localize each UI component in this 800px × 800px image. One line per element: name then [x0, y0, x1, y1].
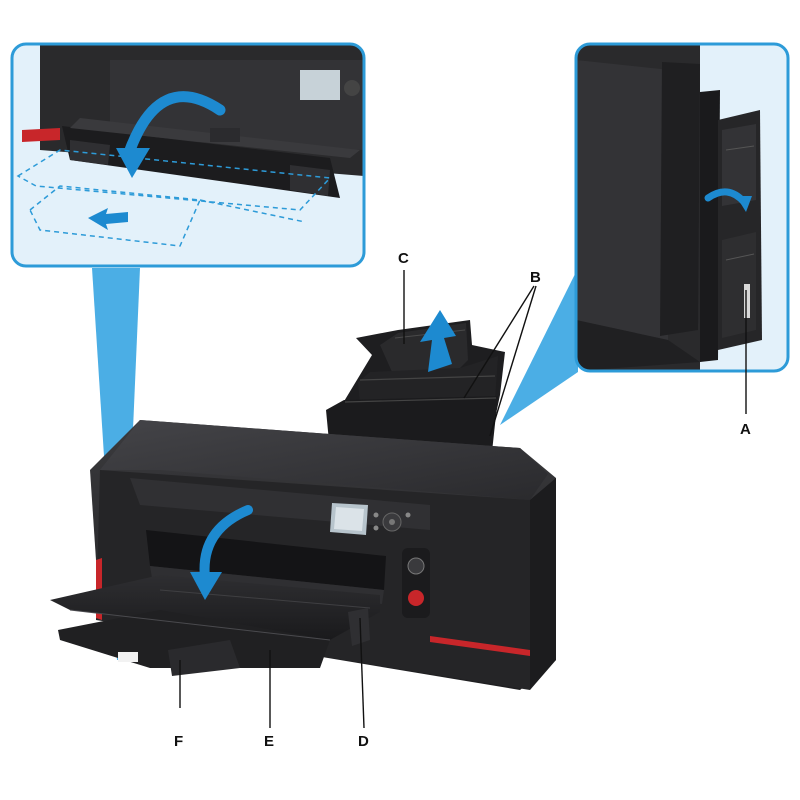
printer-main	[50, 310, 556, 690]
label-e: E	[264, 733, 275, 750]
power-button-icon	[407, 557, 425, 575]
label-f: F	[174, 733, 184, 750]
callout-output-tray	[10, 42, 366, 268]
label-a: A	[740, 421, 751, 438]
label-b: B	[530, 269, 541, 286]
label-c: C	[398, 250, 409, 267]
callout-paper-guide	[574, 42, 790, 373]
open-cover-arrow-icon	[190, 572, 222, 600]
fold-out-arrow-icon	[116, 148, 150, 178]
paper-output-tray	[50, 575, 380, 640]
pull-out-arrow-icon	[88, 208, 128, 230]
leader-lines	[179, 270, 747, 729]
callout-beam-right	[500, 268, 578, 425]
extend-support-arrow-icon	[420, 310, 456, 372]
stop-button-icon	[408, 590, 424, 606]
open-guide-arrow-icon	[736, 196, 752, 212]
label-d: D	[358, 733, 369, 750]
